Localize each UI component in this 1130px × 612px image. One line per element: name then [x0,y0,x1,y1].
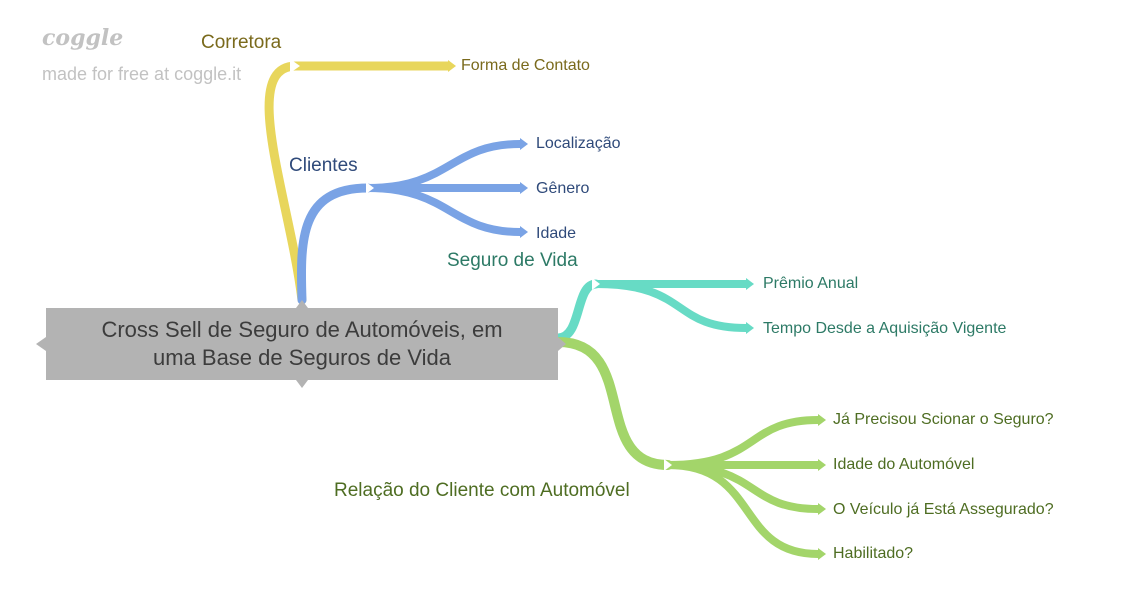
relacao-arrow-idade-automovel [818,459,826,471]
relacao-arrow [664,459,672,471]
seguro-vida-arrow-tempo [746,322,754,334]
branch-clientes: Clientes Localização Gênero Idade [289,135,621,305]
leaf-tempo-desde-aquisicao[interactable]: Tempo Desde a Aquisição Vigente [763,320,1007,337]
root-node-top-notch [296,300,308,308]
root-node-box [36,308,566,388]
leaf-idade-do-automovel[interactable]: Idade do Automóvel [833,456,974,473]
leaf-forma-de-contato[interactable]: Forma de Contato [461,57,590,74]
leaf-ja-precisou-acionar[interactable]: Já Precisou Scionar o Seguro? [833,411,1054,428]
clientes-connector [296,183,373,305]
branch-label-clientes[interactable]: Clientes [289,155,358,176]
coggle-tagline: made for free at coggle.it [42,64,241,84]
seguro-vida-arrow [592,278,600,290]
relacao-arrow-habilitado [818,548,826,560]
clientes-arrow [366,182,374,194]
clientes-connector-localizacao [364,140,524,192]
leaf-premio-anual[interactable]: Prêmio Anual [763,275,858,292]
clientes-arrow-genero [520,182,528,194]
leaf-idade[interactable]: Idade [536,225,576,242]
clientes-arrow-localizacao [520,138,528,150]
branch-label-seguro-de-vida[interactable]: Seguro de Vida [447,250,578,271]
relacao-arrow-ja-precisou [818,414,826,426]
root-title-line-2: uma Base de Seguros de Vida [153,345,452,370]
root-title-line-1: Cross Sell de Seguro de Automóveis, em [101,317,502,342]
corretora-arrow [290,59,300,73]
relacao-arrow-assegurado [818,503,826,515]
seguro-vida-arrow-premio [746,278,754,290]
branch-label-relacao[interactable]: Relação do Cliente com Automóvel [334,480,630,501]
corretora-child-arrow [448,60,456,72]
relacao-connector-ja-precisou [664,416,822,469]
branch-label-corretora[interactable]: Corretora [201,32,282,53]
branch-corretora: Corretora Forma de Contato [201,32,590,305]
leaf-genero[interactable]: Gênero [536,180,589,197]
relacao-connector-habilitado [664,461,822,558]
seguro-vida-connector-tempo [592,280,750,332]
branch-relacao-cliente-automovel: Relação do Cliente com Automóvel Já Prec… [334,337,1054,562]
leaf-habilitado[interactable]: Habilitado? [833,545,913,562]
coggle-logo: coggle [42,25,123,51]
seguro-vida-connector [553,279,601,343]
corretora-connector [264,61,307,305]
root-node[interactable]: Cross Sell de Seguro de Automóveis, em u… [36,300,566,388]
clientes-arrow-idade [520,226,528,238]
leaf-veiculo-assegurado[interactable]: O Veículo já Está Assegurado? [833,501,1054,518]
leaf-localizacao[interactable]: Localização [536,135,621,152]
relacao-connector [553,337,673,470]
branch-seguro-de-vida: Seguro de Vida Prêmio Anual Tempo Desde … [447,250,1007,343]
clientes-connector-idade [364,184,524,236]
